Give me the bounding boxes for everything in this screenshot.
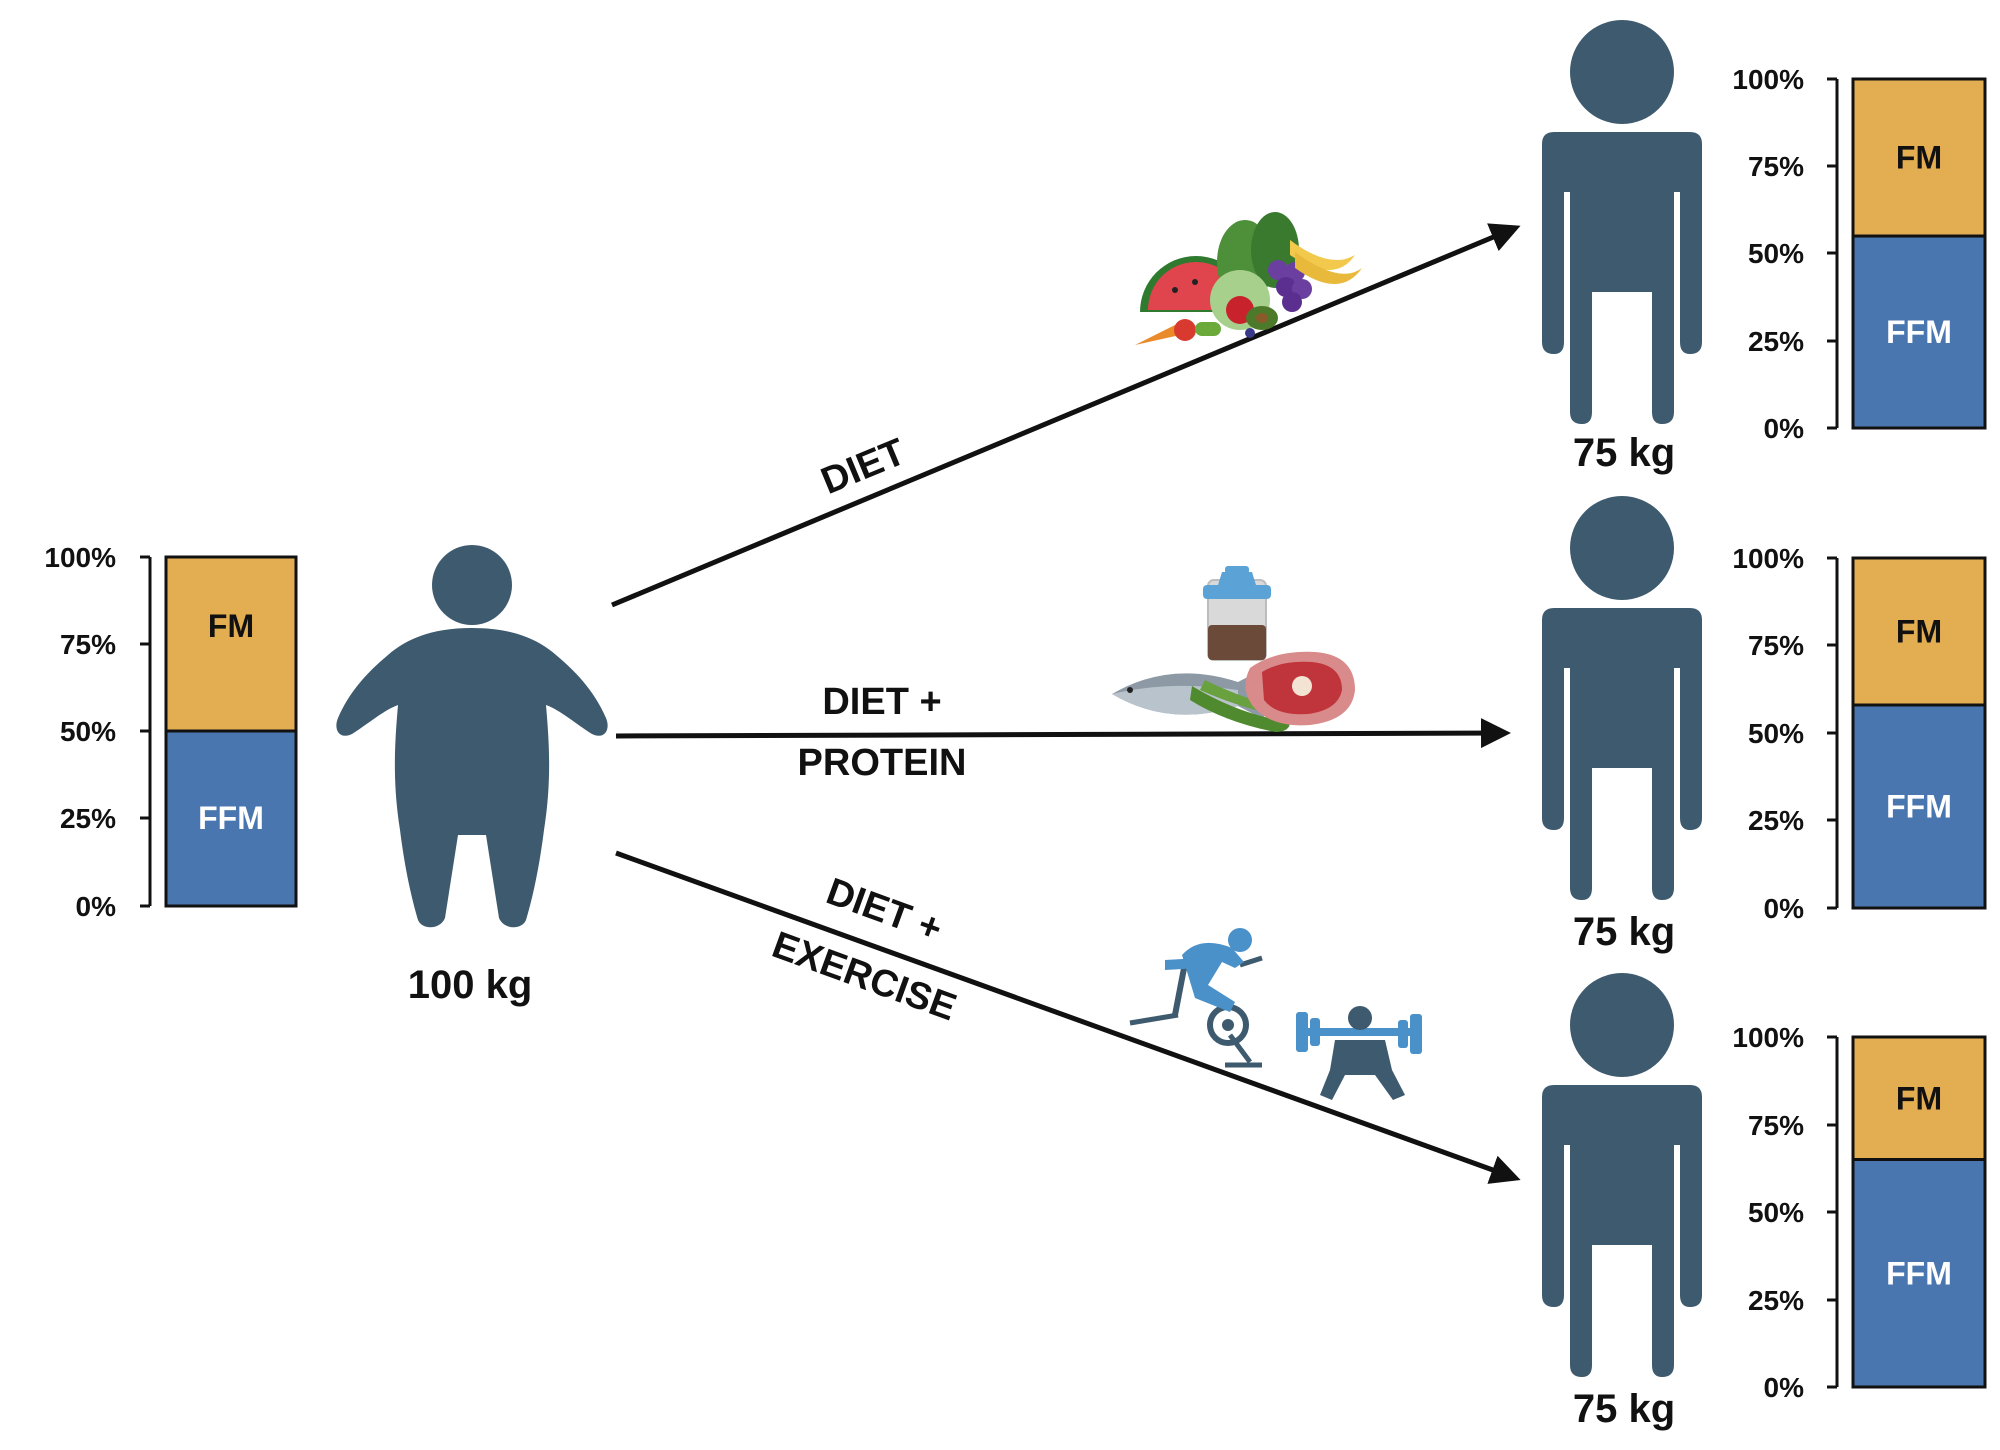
protein-fm-segment — [1851, 556, 1987, 707]
protein-fm-label: FM — [1896, 614, 1942, 650]
start-ffm-label: FFM — [198, 800, 264, 836]
exercise-tick-50: 50% — [1748, 1197, 1804, 1228]
diet-fm-label: FM — [1896, 140, 1942, 176]
outcome-composition-bar-exercise: 100% 75% 50% 25% 0% FM FFM — [1732, 1022, 1987, 1403]
start-tick-75: 75% — [60, 629, 116, 660]
outcome-weight-diet: 75 kg — [1573, 431, 1675, 475]
start-tick-50: 50% — [60, 716, 116, 747]
diet-tick-100: 100% — [1732, 64, 1804, 95]
exercise-tick-0: 0% — [1764, 1372, 1805, 1403]
protein-tick-25: 25% — [1748, 805, 1804, 836]
slim-person-icon-exercise — [1542, 973, 1702, 1377]
start-ffm-segment — [164, 729, 298, 908]
protein-tick-50: 50% — [1748, 718, 1804, 749]
protein-tick-75: 75% — [1748, 630, 1804, 661]
pathway-label-diet: DIET — [815, 431, 911, 503]
diet-fm-segment — [1851, 77, 1987, 238]
protein-ffm-label: FFM — [1886, 789, 1952, 825]
exercise-icon — [1129, 928, 1422, 1100]
diet-ffm-label: FFM — [1886, 314, 1952, 350]
exercise-ffm-segment — [1851, 1158, 1987, 1389]
start-weight: 100 kg — [408, 963, 533, 1007]
start-tick-25: 25% — [60, 803, 116, 834]
pathway-label-protein-line1: DIET + — [822, 681, 941, 723]
obese-person-icon — [336, 545, 608, 928]
protein-foods-icon — [1112, 566, 1355, 732]
exercise-tick-25: 25% — [1748, 1285, 1804, 1316]
diet-ffm-segment — [1851, 234, 1987, 430]
start-fm-segment — [164, 555, 298, 733]
pathway-label-protein-line2: PROTEIN — [798, 742, 967, 784]
fruits-vegetables-icon — [1135, 212, 1362, 345]
slim-person-icon-diet — [1542, 20, 1702, 424]
arrow-diet-exercise — [615, 850, 1521, 1184]
slim-person-icon-protein — [1542, 496, 1702, 900]
pathway-label-exercise-line1: DIET + — [821, 871, 947, 951]
exercise-tick-75: 75% — [1748, 1110, 1804, 1141]
outcome-weight-protein: 75 kg — [1573, 910, 1675, 954]
protein-ffm-segment — [1851, 703, 1987, 910]
outcome-weight-exercise: 75 kg — [1573, 1387, 1675, 1431]
outcome-composition-bar-protein: 100% 75% 50% 25% 0% FM FFM — [1732, 543, 1987, 924]
arrow-diet — [611, 223, 1521, 608]
diet-tick-50: 50% — [1748, 238, 1804, 269]
start-tick-100: 100% — [44, 542, 116, 573]
protein-tick-0: 0% — [1764, 893, 1805, 924]
diet-tick-25: 25% — [1748, 326, 1804, 357]
outcome-composition-bar-diet: 100% 75% 50% 25% 0% FM FFM — [1732, 64, 1987, 444]
arrow-diet-protein — [615, 718, 1511, 749]
start-composition-bar: 100% 75% 50% 25% 0% FM FFM — [44, 542, 298, 922]
diet-tick-75: 75% — [1748, 151, 1804, 182]
exercise-tick-100: 100% — [1732, 1022, 1804, 1053]
exercise-ffm-label: FFM — [1886, 1255, 1952, 1291]
exercise-fm-label: FM — [1896, 1080, 1942, 1116]
start-tick-0: 0% — [76, 891, 117, 922]
start-fm-label: FM — [208, 608, 254, 644]
diet-tick-0: 0% — [1764, 413, 1805, 444]
protein-tick-100: 100% — [1732, 543, 1804, 574]
